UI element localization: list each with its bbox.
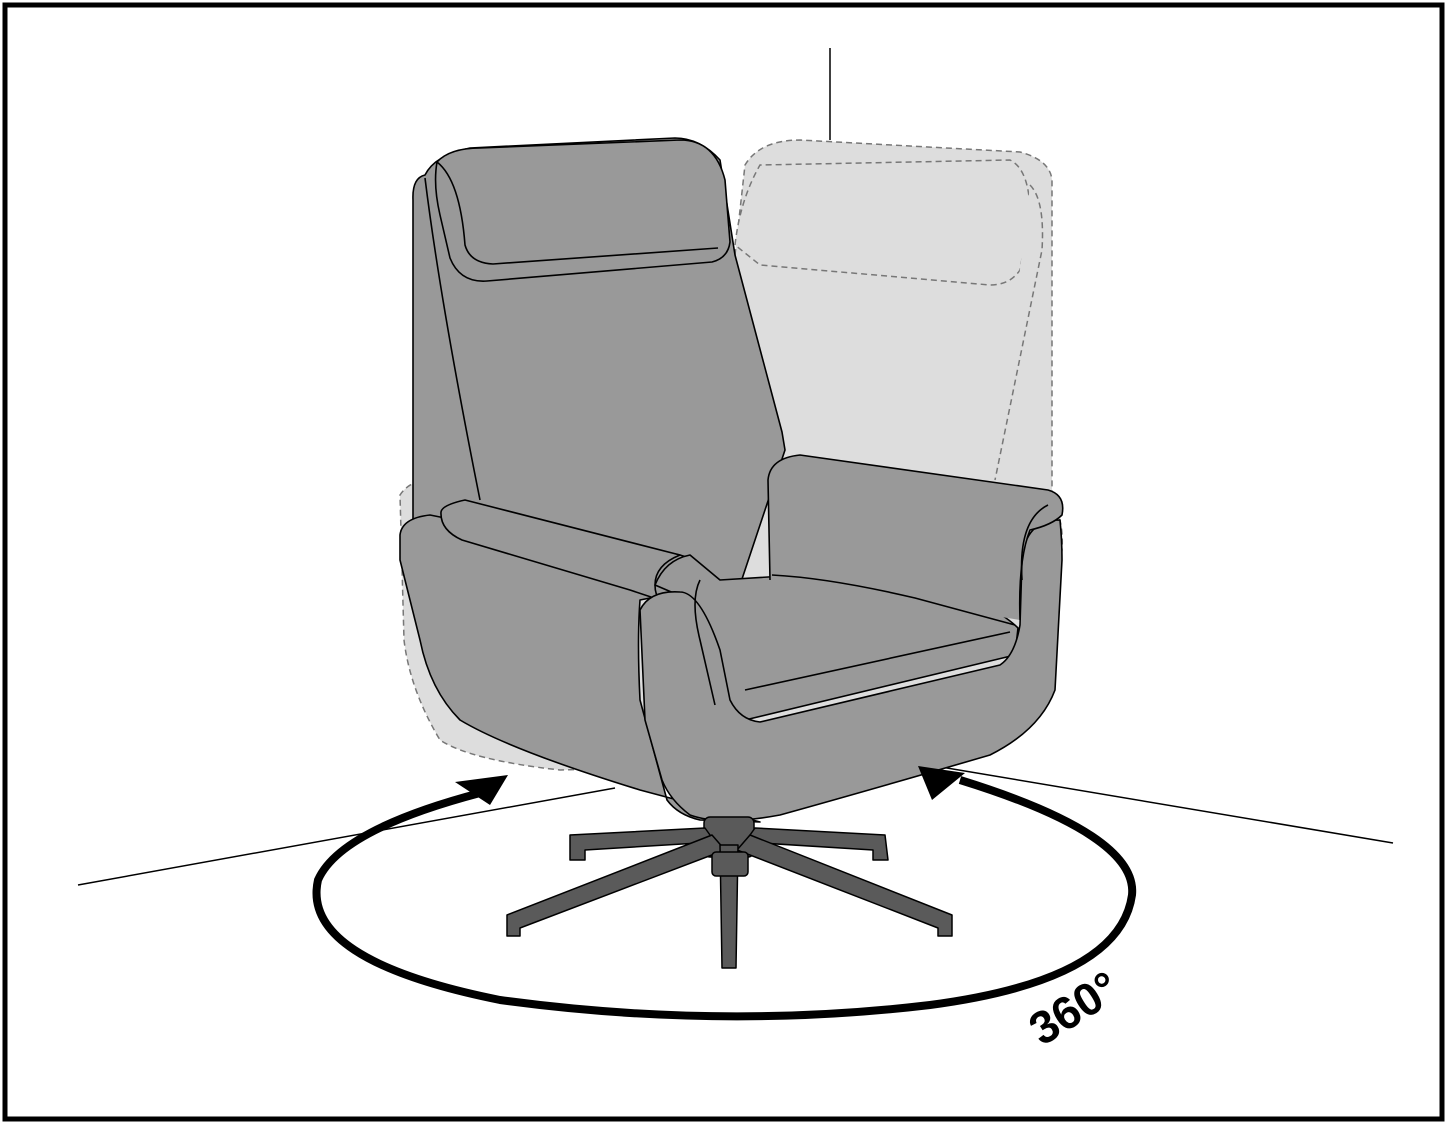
- rotation-label: 360°: [1020, 961, 1128, 1056]
- chair-swivel-base: [507, 817, 952, 968]
- chair-headrest: [436, 140, 730, 281]
